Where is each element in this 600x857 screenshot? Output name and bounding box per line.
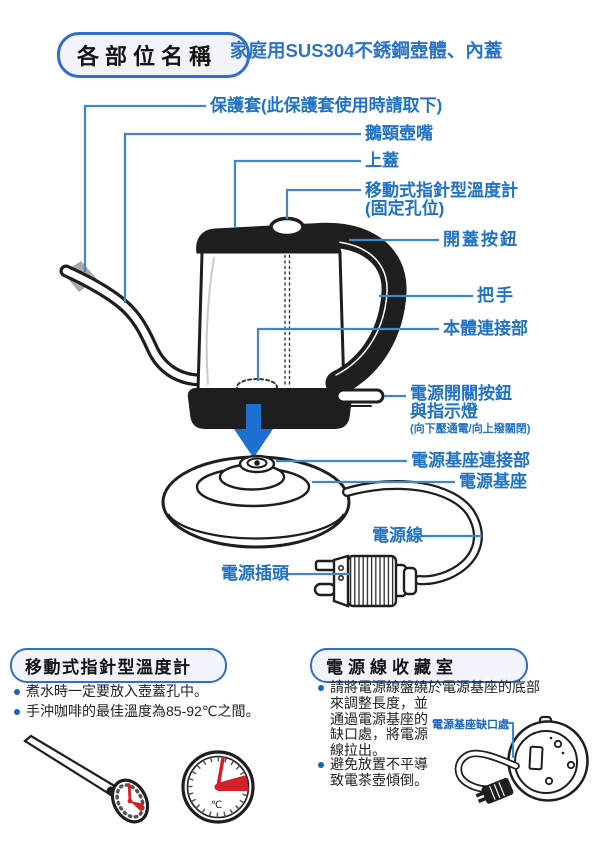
label-protector: 保護套(此保護套使用時請取下)	[210, 96, 443, 115]
label-lid-button: 開蓋按鈕	[443, 230, 519, 249]
power-switch-lever	[335, 388, 385, 404]
stored-plug	[475, 777, 514, 804]
label-spout: 鵝頸壺嘴	[365, 124, 433, 143]
spout-outline	[59, 264, 209, 387]
section-cord-storage-badge: 電源線收藏室	[310, 648, 528, 683]
thermometer-knob	[269, 216, 305, 238]
section-thermometer-badge: 移動式指針型溫度計	[10, 648, 227, 683]
label-power-base: 電源基座	[459, 472, 527, 491]
thermometer-bullet-1-text: 煮水時一定要放入壺蓋孔中。	[26, 683, 208, 699]
section-cord-storage-title: 電源線收藏室	[326, 658, 458, 677]
label-thermometer-line2: (固定孔位)	[365, 199, 445, 218]
leader-lid	[233, 159, 361, 227]
thermometer-bullet-1: 煮水時一定要放入壺蓋孔中。	[14, 683, 208, 700]
page-title-badge: 各部位名稱	[57, 32, 250, 78]
kettle-lid	[196, 223, 342, 254]
power-cord-and-plug	[313, 479, 483, 608]
label-thermometer-line1: 移動式指針型溫度計	[365, 181, 518, 200]
cord-storage-bullet-1: 請將電源線盤繞於電源基座的底部	[318, 679, 540, 696]
kettle-illustration	[59, 216, 407, 429]
bullet-dot	[14, 709, 20, 715]
label-power-cord: 電源線	[372, 526, 423, 545]
body-highlight	[205, 257, 215, 385]
leader-spout	[123, 132, 361, 303]
power-plug-art	[313, 554, 418, 608]
label-thermometer: 移動式指針型溫度計 (固定孔位)	[365, 182, 518, 217]
cord-storage-bullet-1-cont: 來調整長度，並通過電源基座的缺口處，將電源線拉出。	[330, 695, 436, 758]
dial-unit-label: ℃	[211, 800, 222, 811]
leader-thermometer	[285, 188, 361, 219]
cord-storage-bullet-2-text: 避免放置不平導致電茶壺傾倒。	[330, 756, 428, 788]
label-power-switch: 電源開關按鈕 與指示燈 (向下壓通電/向上撥關閉)	[410, 385, 530, 436]
base-underside-illustration	[454, 715, 589, 804]
section-thermometer-title: 移動式指針型溫度計	[25, 658, 192, 677]
label-power-plug: 電源插頭	[221, 564, 289, 583]
label-power-switch-note: (向下壓通電/向上撥關閉)	[410, 423, 531, 435]
label-power-switch-line2: 與指示燈	[410, 402, 478, 421]
cord-storage-bullet-1-line1: 請將電源線盤繞於電源基座的底部	[330, 679, 540, 695]
label-lid: 上蓋	[365, 151, 399, 170]
handle-highlight	[306, 240, 388, 376]
bullet-dot	[14, 689, 20, 695]
label-handle: 把手	[477, 286, 515, 305]
label-base-connector: 電源基座連接部	[411, 451, 530, 470]
label-power-switch-line1: 電源開關按鈕	[410, 384, 512, 403]
bullet-dot	[318, 762, 324, 768]
leader-body-connector	[256, 327, 439, 381]
label-body-connector: 本體連接部	[443, 319, 528, 338]
leader-base-notch	[508, 722, 514, 758]
thermometer-bullet-2-text: 手沖咖啡的最佳溫度為85-92℃之間。	[26, 703, 260, 719]
kettle-base-band	[187, 388, 353, 429]
power-base	[161, 454, 351, 549]
kettle-handle	[292, 222, 407, 396]
page-subtitle: 家庭用SUS304不銹鋼壺體、內蓋	[230, 40, 503, 61]
spout-channel	[62, 267, 206, 384]
leader-lines	[83, 104, 482, 576]
page-title: 各部位名稱	[77, 44, 218, 69]
dial-thermometer-illustration: ℃	[181, 750, 255, 824]
cord-storage-bullet-2: 避免放置不平導致電茶壺傾倒。	[318, 756, 436, 788]
kettle-body	[196, 244, 346, 392]
cord-storage-bullet-1-rest: 來調整長度，並通過電源基座的缺口處，將電源線拉出。	[330, 695, 428, 758]
label-base-notch: 電源基座缺口處	[432, 719, 509, 731]
leader-protector	[83, 104, 206, 272]
bullet-dot	[318, 685, 324, 691]
probe-thermometer-illustration	[23, 734, 150, 824]
thermometer-bullet-2: 手沖咖啡的最佳溫度為85-92℃之間。	[14, 703, 260, 720]
down-arrow	[234, 404, 273, 458]
